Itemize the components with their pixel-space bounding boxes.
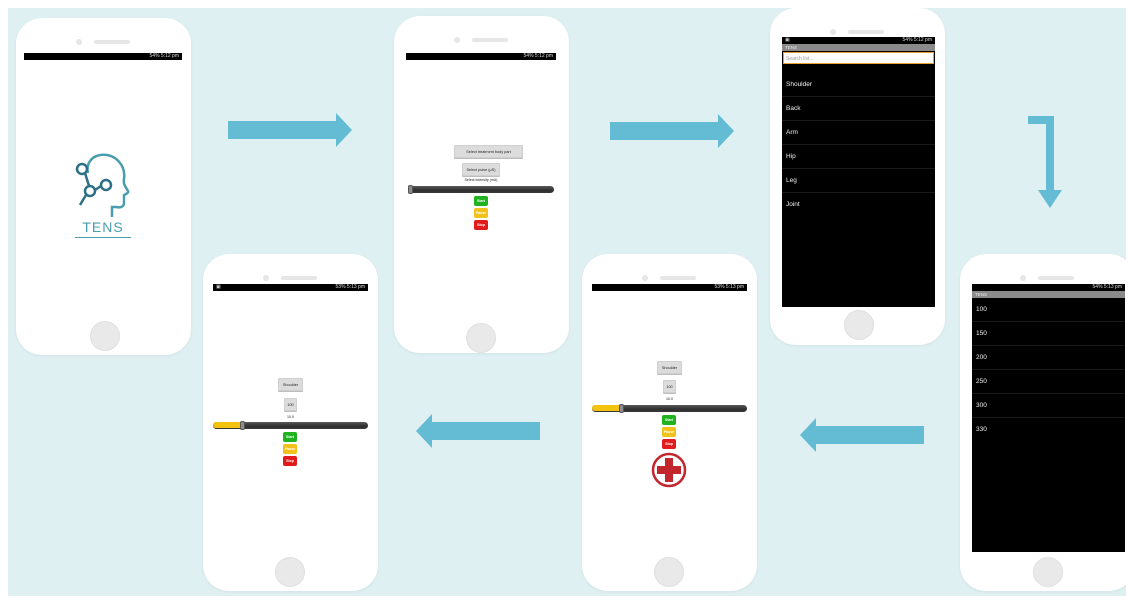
home-button: [1033, 557, 1063, 587]
intensity-slider[interactable]: [408, 186, 554, 193]
main-screen: 54% 5:12 pm Select treatment body part S…: [406, 53, 556, 315]
list-item[interactable]: 200: [972, 346, 1125, 370]
list-item[interactable]: 330: [976, 426, 987, 433]
flow-arrow-right-1: [228, 113, 352, 147]
pulse-button[interactable]: 100: [284, 398, 297, 411]
status-text: 53% 5:13 pm: [714, 284, 744, 290]
phone-speaker: [472, 38, 508, 42]
intensity-value: 10.0: [287, 415, 294, 419]
list-item[interactable]: Arm: [782, 121, 935, 145]
app-title-bar: TENS: [972, 291, 1125, 298]
intensity-slider[interactable]: [213, 422, 368, 429]
list-item[interactable]: 150: [972, 322, 1125, 346]
home-button: [654, 557, 684, 587]
status-text: 54% 5:12 pm: [902, 37, 932, 43]
flow-arrow-down: [1028, 116, 1062, 208]
body-part-button[interactable]: Shoulder: [278, 378, 303, 391]
splash-screen: 54% 5:12 pm TENS: [24, 53, 182, 315]
phone-speaker: [660, 276, 696, 280]
phone-pulse-list: 54% 5:13 pm TENS 100 150 200 250 300 330: [960, 254, 1126, 591]
home-button: [466, 323, 496, 353]
home-button: [275, 557, 305, 587]
status-text: 54% 5:12 pm: [523, 53, 553, 59]
list-item[interactable]: Back: [782, 97, 935, 121]
phone-camera: [76, 39, 82, 45]
home-button: [844, 310, 874, 340]
intensity-label: Select intensity (mA): [464, 178, 498, 182]
session-screen: 53% 5:13 pm Shoulder 100 10.0 Start Paus…: [592, 284, 747, 552]
status-text: 54% 5:13 pm: [1092, 284, 1122, 290]
intensity-value: 10.0: [666, 397, 673, 401]
home-button: [90, 321, 120, 351]
pulse-button[interactable]: 100: [663, 380, 676, 393]
stop-button[interactable]: Stop: [283, 456, 297, 466]
flow-arrow-left-1: [800, 418, 924, 452]
phone-session-settings: ▣ 53% 5:13 pm Shoulder 100 10.0 Start Pau…: [203, 254, 378, 591]
select-pulse-button[interactable]: Select pulse (µS): [462, 163, 500, 176]
list-item[interactable]: 300: [972, 394, 1125, 418]
list-item[interactable]: Hip: [782, 145, 935, 169]
pulse-list-screen: 54% 5:13 pm TENS 100 150 200 250 300 330: [972, 284, 1125, 552]
phone-body-part-list: ▣ 54% 5:12 pm TENS Search list... Shoulde…: [770, 8, 945, 345]
pause-button[interactable]: Pause: [283, 444, 297, 454]
phone-speaker: [1038, 276, 1074, 280]
list-item[interactable]: 100: [972, 298, 1125, 322]
stop-button[interactable]: Stop: [474, 220, 488, 230]
select-body-part-button[interactable]: Select treatment body part: [454, 145, 523, 158]
status-bar: 54% 5:13 pm: [972, 284, 1125, 291]
body-part-list-screen: ▣ 54% 5:12 pm TENS Search list... Shoulde…: [782, 37, 935, 307]
red-cross-icon: [651, 452, 687, 488]
list-item[interactable]: Leg: [782, 169, 935, 193]
search-input[interactable]: Search list...: [783, 52, 934, 64]
slider-thumb[interactable]: [240, 421, 245, 430]
session-settings-screen: ▣ 53% 5:13 pm Shoulder 100 10.0 Start Pau…: [213, 284, 368, 552]
start-button[interactable]: Start: [283, 432, 297, 442]
phone-session-running: 53% 5:13 pm Shoulder 100 10.0 Start Paus…: [582, 254, 757, 591]
phone-speaker: [281, 276, 317, 280]
flow-arrow-left-2: [416, 414, 540, 448]
phone-speaker: [848, 30, 884, 34]
status-bar: ▣ 54% 5:12 pm: [782, 37, 935, 44]
image-icon: ▣: [785, 37, 790, 43]
slider-thumb[interactable]: [408, 185, 413, 194]
start-button[interactable]: Start: [662, 415, 676, 425]
phone-main-controls: 54% 5:12 pm Select treatment body part S…: [394, 16, 569, 353]
logo-text: TENS: [82, 219, 124, 235]
flow-arrow-right-2: [610, 114, 734, 148]
status-bar: 54% 5:12 pm: [24, 53, 182, 60]
list-item[interactable]: Joint: [786, 201, 800, 208]
body-part-button[interactable]: Shoulder: [657, 361, 682, 374]
start-button[interactable]: Start: [474, 196, 488, 206]
phone-camera: [830, 29, 836, 35]
phone-camera: [454, 37, 460, 43]
slider-fill: [592, 405, 622, 411]
status-bar: 53% 5:13 pm: [592, 284, 747, 291]
phone-camera: [263, 275, 269, 281]
pause-button[interactable]: Pause: [474, 208, 488, 218]
flow-canvas: 54% 5:12 pm TENS 54% 5:12 pm Select tre: [8, 8, 1126, 596]
stop-button[interactable]: Stop: [662, 439, 676, 449]
slider-thumb[interactable]: [619, 404, 624, 413]
status-bar: 54% 5:12 pm: [406, 53, 556, 60]
image-icon: ▣: [216, 284, 221, 290]
status-text: 54% 5:12 pm: [149, 53, 179, 59]
logo-underline: [75, 237, 131, 238]
status-bar: ▣ 53% 5:13 pm: [213, 284, 368, 291]
intensity-slider[interactable]: [592, 405, 747, 412]
phone-speaker: [94, 40, 130, 44]
list-item[interactable]: 250: [972, 370, 1125, 394]
phone-splash: 54% 5:12 pm TENS: [16, 18, 191, 355]
tens-logo: [75, 153, 130, 217]
phone-camera: [1020, 275, 1026, 281]
app-title-bar: TENS: [782, 44, 935, 51]
phone-camera: [642, 275, 648, 281]
pause-button[interactable]: Pause: [662, 427, 676, 437]
list-item[interactable]: Shoulder: [782, 73, 935, 97]
status-text: 53% 5:13 pm: [335, 284, 365, 290]
slider-fill: [213, 422, 243, 428]
